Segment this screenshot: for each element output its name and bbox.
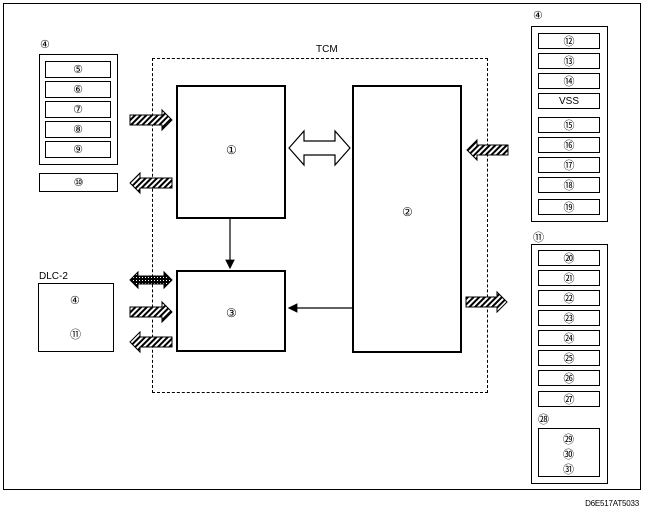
right-input-item: ⑱ xyxy=(538,177,600,193)
left-input-item: ⑧ xyxy=(45,121,111,138)
tcm-boundary xyxy=(152,58,488,393)
hatched-arrow-left xyxy=(129,330,173,354)
right-input-item-vss: VSS xyxy=(538,93,600,109)
right-output-item: ㉕ xyxy=(538,350,600,366)
block-2: ② xyxy=(352,85,462,353)
right-input-item: ⑬ xyxy=(538,53,600,69)
right-sub-label: ㉘ xyxy=(538,414,549,426)
right-input-item: ⑰ xyxy=(538,157,600,173)
block-3-label: ③ xyxy=(226,306,237,320)
hatched-arrow-left xyxy=(129,171,173,195)
left-input-item: ⑥ xyxy=(45,81,111,98)
right-input-item: ⑮ xyxy=(538,117,600,133)
left-output-item: ⑩ xyxy=(39,173,118,192)
dlc-item: ⑪ xyxy=(70,329,81,341)
right-input-item: ⑯ xyxy=(538,137,600,153)
hatched-arrow-left xyxy=(466,138,509,162)
dlc-item: ④ xyxy=(70,295,80,307)
bidirectional-comm-arrow xyxy=(129,270,173,290)
right-sub-item: ㉛ xyxy=(563,464,574,476)
right-input-item: ⑲ xyxy=(538,199,600,215)
left-input-item: ⑤ xyxy=(45,61,111,78)
right-sub-item: ㉚ xyxy=(563,449,574,461)
hatched-arrow-right xyxy=(129,108,173,132)
right-output-item: ㉔ xyxy=(538,330,600,346)
right-sub-item: ㉙ xyxy=(563,434,574,446)
right-output-item: ㉒ xyxy=(538,290,600,306)
dlc-box xyxy=(38,283,114,352)
block-3: ③ xyxy=(176,270,286,352)
right-sub-group xyxy=(538,428,600,477)
right-output-item: ㉖ xyxy=(538,370,600,386)
right-output-item: ㉑ xyxy=(538,270,600,286)
left-group-label: ④ xyxy=(40,39,50,51)
block-1: ① xyxy=(176,85,286,219)
block-link-arrow xyxy=(288,129,351,167)
right-output-item: ⑳ xyxy=(538,250,600,266)
left-input-item: ⑨ xyxy=(45,141,111,158)
block-1-label: ① xyxy=(226,143,237,157)
left-input-item: ⑦ xyxy=(45,101,111,118)
right-bottom-label: ⑪ xyxy=(533,232,544,244)
diagram-frame xyxy=(3,3,641,490)
hatched-arrow-right xyxy=(129,300,173,324)
right-output-item: ㉓ xyxy=(538,310,600,326)
hatched-arrow-right xyxy=(465,290,508,314)
dlc-label: DLC-2 xyxy=(39,271,68,282)
tcm-label: TCM xyxy=(316,44,338,55)
block-2-label: ② xyxy=(402,205,413,219)
figure-code: D6E517AT5033 xyxy=(585,499,639,508)
right-input-item: ⑫ xyxy=(538,33,600,49)
right-output-item: ㉗ xyxy=(538,391,600,407)
right-input-item: ⑭ xyxy=(538,73,600,89)
right-top-label: ④ xyxy=(533,10,543,22)
